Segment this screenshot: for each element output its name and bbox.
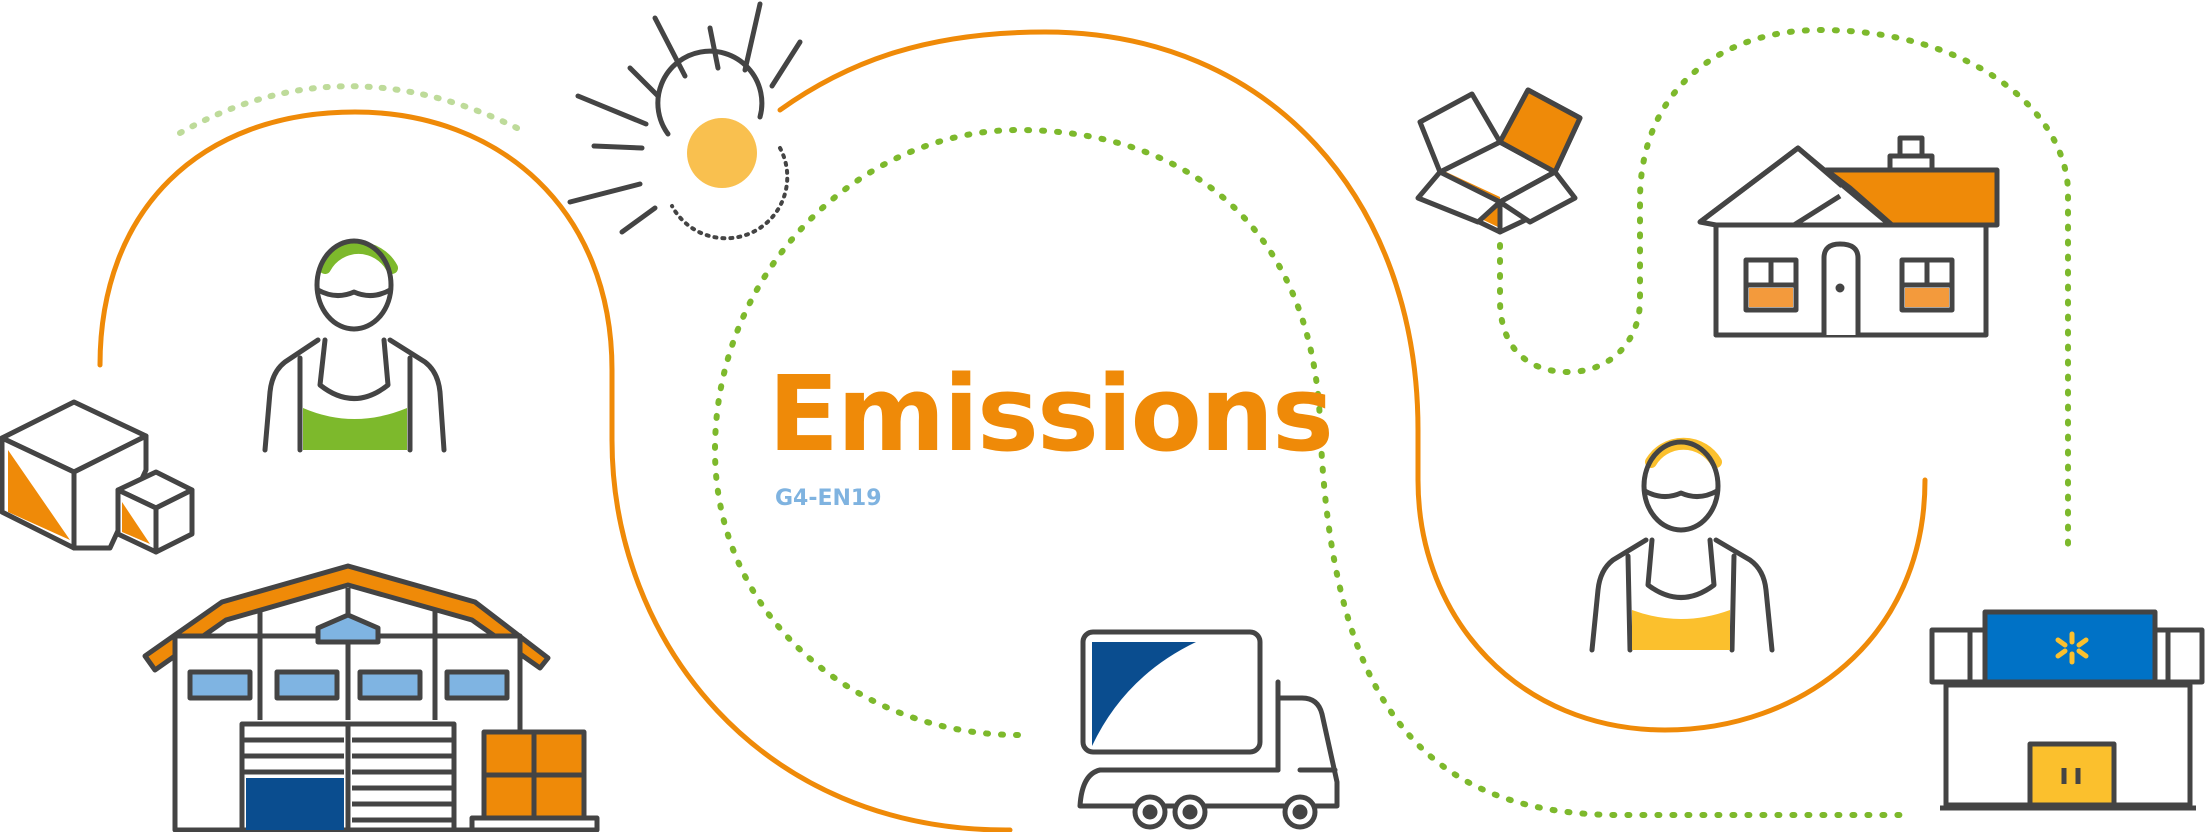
house-icon	[1697, 135, 2000, 338]
route-lines	[97, 26, 2071, 832]
dotted-route-right	[1497, 26, 2071, 548]
warehouse-icon	[142, 563, 600, 832]
worker-icon	[1589, 437, 1775, 653]
boxes-icon	[0, 399, 195, 555]
worker-icon	[262, 238, 447, 453]
orange-route-middle	[777, 29, 1928, 733]
open-box-icon	[1415, 87, 1583, 235]
page-title: Emissions	[768, 353, 1334, 475]
indicator-code: G4-EN19	[775, 486, 882, 511]
truck-icon	[1077, 629, 1340, 830]
store-icon	[1929, 609, 2205, 811]
faded-dotted-arc	[177, 83, 528, 136]
dotted-route-center	[711, 126, 1908, 818]
spark-logo-icon	[2055, 631, 2089, 665]
orange-route-left	[97, 109, 1013, 832]
sun-icon	[567, 1, 803, 241]
